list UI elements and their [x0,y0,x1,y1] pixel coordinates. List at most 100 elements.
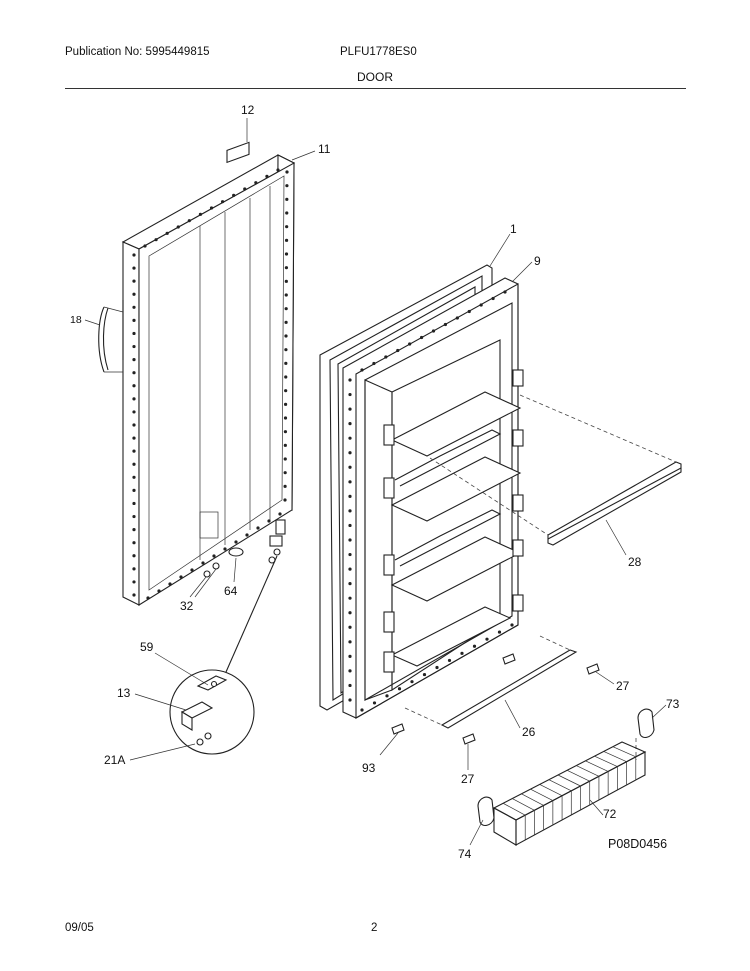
screw-hole [132,554,136,558]
screw-hole [460,651,464,655]
publication-number: Publication No: 5995449815 [65,46,210,58]
screw-hole [179,575,183,579]
basket-wire [539,784,563,797]
basket-wire [594,755,618,767]
screw-hole [132,501,136,506]
screw-hole [503,290,507,294]
screw-hole [284,266,289,270]
screw-hole [283,443,287,447]
screw-hole [132,475,136,479]
outer-door-screw-holes [132,168,289,600]
callout-73: 73 [666,697,680,711]
screw-hole [132,318,136,322]
screw-hole [285,184,289,188]
screw-hole [132,266,136,270]
callout-27-upper: 27 [616,679,630,693]
basket-wire [557,774,581,787]
screw-hole [348,567,352,571]
screw-hole [132,384,136,388]
screw-hole [467,309,471,314]
screw-hole [132,541,136,545]
footer-date: 09/05 [65,922,94,934]
screw-hole [132,423,136,427]
screw-hole [132,593,136,597]
basket-wire [576,765,600,777]
screw-hole [348,582,352,586]
screw-hole [284,238,289,242]
screw-hole [283,457,287,461]
screw-hole [146,596,150,600]
screw-hole [256,526,260,530]
outer-door-panel [121,154,296,606]
basket-wire [521,793,544,806]
screw-hole [283,430,288,434]
screw-hole [348,698,352,702]
wire-basket-72 [492,741,647,846]
screw-hole [132,580,136,584]
callout-59: 59 [140,640,154,654]
door-handle [98,306,124,373]
liner-screw-holes [348,290,514,712]
screw-hole [176,225,180,229]
screw-hole [278,512,282,516]
hinge-detail-view [169,555,278,755]
shelf-rail-28 [429,394,682,546]
model-number: PLFU1778ES0 [340,46,417,58]
footer-page-number: 2 [371,922,378,934]
screw-hole [190,568,194,572]
plug-part-64 [228,547,244,557]
screw-hole [348,654,352,658]
screw-hole [348,538,352,542]
screw-hole [348,625,352,629]
screw-hole [132,253,136,257]
screw-hole [348,669,352,673]
screw-hole [435,665,439,670]
screw-hole [443,322,448,327]
screw-hole [491,296,495,301]
callout-72: 72 [603,807,617,821]
screw-hole [348,378,352,382]
screw-hole [348,596,352,600]
screw-hole [285,197,289,201]
screw-hole [198,212,203,216]
screw-hole [243,187,247,191]
callout-21a: 21A [104,753,125,767]
screw-hole [284,361,288,365]
screw-hole [360,708,364,712]
screw-hole [284,293,288,297]
screw-hole [283,498,287,502]
screw-hole [284,334,288,338]
screw-hole [431,329,436,333]
basket-wire [530,788,554,801]
screw-hole [372,361,376,366]
screw-hole [348,509,352,513]
callout-9: 9 [534,254,541,268]
callout-32: 32 [180,599,194,613]
screw-hole [396,348,400,353]
screw-hole [284,279,288,283]
screw-hole [408,342,412,346]
basket-wire [566,769,590,782]
screw-hole [220,200,225,204]
callout-27-lower: 27 [461,772,475,786]
header-divider [65,88,686,89]
screw-hole [154,238,158,242]
screw-hole [410,680,414,684]
screw-hole [284,252,289,256]
screw-hole [348,480,352,484]
callout-13: 13 [117,686,131,700]
screw-hole [472,644,477,648]
screw-hole [132,279,136,283]
screw-hole [510,623,514,627]
screw-hole [348,392,352,397]
screw-hole [201,561,205,565]
screw-hole [132,305,136,309]
screw-hole [132,449,136,453]
screw-hole [283,402,288,406]
screw-hole [209,206,214,210]
screw-hole [157,589,161,593]
screw-hole [285,211,289,215]
screw-hole [276,168,280,172]
screw-hole [348,523,352,528]
